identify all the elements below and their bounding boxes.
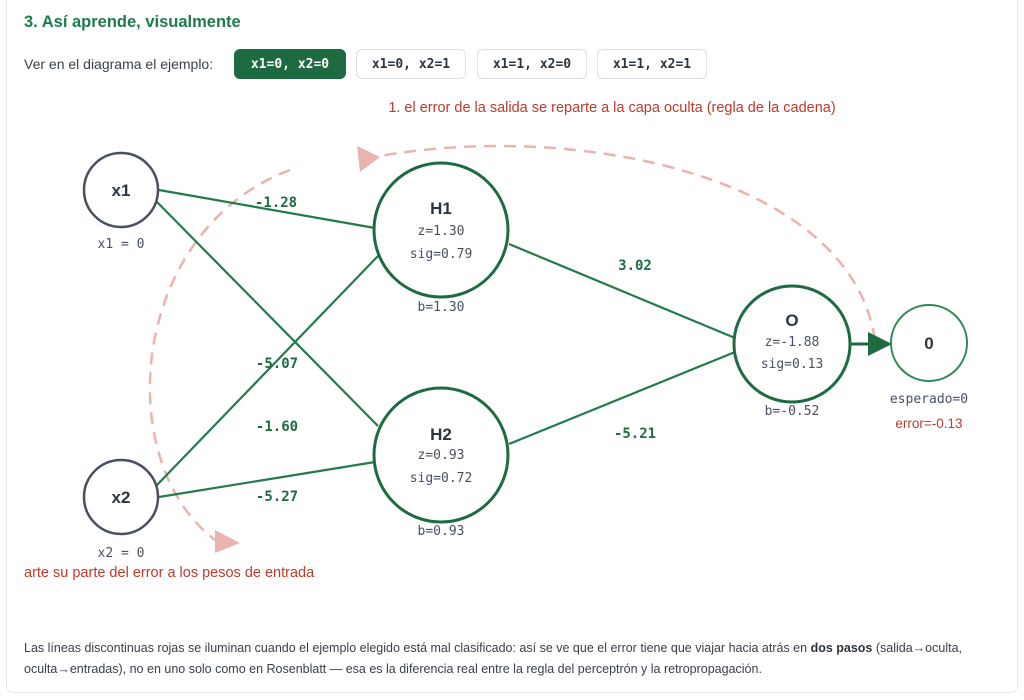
network-diagram: -1.28 -5.07 -1.60 -5.27 3.02 -5.21 x1 x1…	[24, 100, 968, 581]
node-x2-value: x2 = 0	[98, 546, 145, 561]
example-button-x1-0-x2-0[interactable]: x1=0, x2=0	[234, 49, 346, 79]
node-h1-label: H1	[430, 199, 452, 218]
annotation-bottom: arte su parte del error a los pesos de e…	[24, 565, 315, 581]
node-h1-bias: b=1.30	[418, 300, 465, 315]
footer-text-1: Las líneas discontinuas rojas se ilumina…	[24, 641, 811, 655]
weight-x2-h1: -5.07	[256, 356, 298, 372]
node-h2[interactable]	[372, 386, 510, 524]
node-o-bias: b=-0.52	[765, 404, 820, 419]
node-h2-z: z=0.93	[418, 448, 465, 463]
target-expected: esperado=0	[890, 392, 968, 407]
section-title: 3. Así aprende, visualmente	[24, 13, 241, 31]
node-h1[interactable]	[372, 161, 510, 299]
node-x1[interactable]	[82, 151, 160, 229]
node-o-sig: sig=0.13	[761, 357, 824, 372]
explanation-footer: Las líneas discontinuas rojas se ilumina…	[24, 638, 994, 680]
edge-h2-o	[508, 350, 736, 446]
edge-x1-h1	[158, 188, 376, 230]
node-o[interactable]	[732, 284, 852, 404]
footer-bold: dos pasos	[810, 641, 873, 655]
node-h2-bias: b=0.93	[418, 524, 465, 539]
node-x1-label: x1	[112, 181, 131, 200]
edge-x2-h1	[156, 255, 379, 486]
node-x1-value: x1 = 0	[98, 237, 145, 252]
node-target	[890, 304, 968, 382]
weight-h2-o: -5.21	[614, 426, 656, 442]
example-button-x1-1-x2-0[interactable]: x1=1, x2=0	[477, 49, 587, 79]
node-h1-z: z=1.30	[418, 224, 465, 239]
node-h2-label: H2	[430, 425, 452, 444]
backprop-arrowhead-top	[357, 146, 380, 172]
backprop-arrowhead-bottom	[215, 530, 240, 553]
backprop-arc-output-to-hidden	[369, 144, 877, 341]
edge-x1-h2	[156, 201, 379, 427]
node-target-label: 0	[924, 334, 933, 353]
annotation-top: 1. el error de la salida se reparte a la…	[388, 100, 835, 116]
backprop-arc-hidden-to-inputs	[148, 168, 291, 541]
node-h2-sig: sig=0.72	[410, 471, 473, 486]
weight-x1-h1: -1.28	[255, 195, 297, 211]
weight-x1-h2: -1.60	[256, 419, 298, 435]
target-error: error=-0.13	[895, 416, 962, 431]
footer-text-2: (salida→oculta, oculta→entradas), no en …	[24, 641, 963, 676]
node-x2[interactable]	[82, 458, 160, 536]
node-h1-sig: sig=0.79	[410, 247, 473, 262]
node-o-z: z=-1.88	[765, 335, 820, 350]
example-button-x1-0-x2-1[interactable]: x1=0, x2=1	[356, 49, 466, 79]
output-arrowhead	[868, 332, 892, 356]
weight-x2-h2: -5.27	[256, 489, 298, 505]
example-selector-label: Ver en el diagrama el ejemplo:	[24, 56, 214, 72]
weight-h1-o: 3.02	[618, 258, 652, 274]
edge-x2-h2	[158, 460, 376, 499]
node-o-label: O	[785, 311, 798, 330]
edge-h1-o	[508, 242, 736, 340]
node-x2-label: x2	[112, 488, 131, 507]
example-button-x1-1-x2-1[interactable]: x1=1, x2=1	[597, 49, 707, 79]
